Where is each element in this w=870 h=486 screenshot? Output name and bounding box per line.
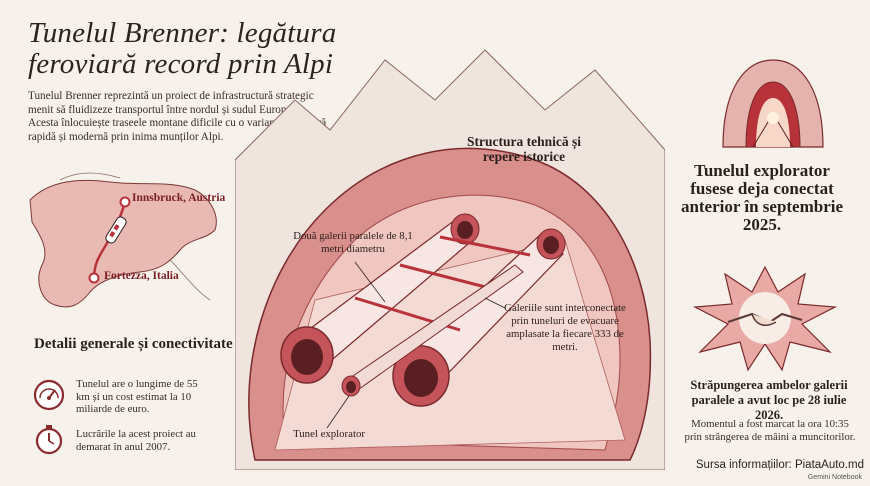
callout-explorer: Tunel explorator (293, 428, 365, 440)
explorer-heading: Tunelul explorator fusese deja conectat … (680, 161, 844, 234)
gemini-badge: Gemini Notebook (807, 474, 862, 481)
page-title: Tunelul Brenner: legătura feroviară reco… (28, 17, 337, 80)
map-drawing (29, 172, 217, 308)
train-icon (105, 216, 127, 244)
scene-heading: Structura tehnică și repere istorice (467, 134, 581, 164)
fact-start-year: Lucrările la acest proiect au demarat în… (76, 428, 196, 453)
explorer-tunnel (341, 264, 524, 397)
breakthrough-text: Momentul a fost marcat la ora 10:35 prin… (684, 418, 856, 443)
fact-length-cost: Tunelul are o lungime de 55 km și un cos… (76, 378, 198, 415)
tunnel-portal-illustration (718, 52, 828, 152)
handshake-illustration (690, 262, 840, 372)
map-label-north: Innsbruck, Austria (132, 192, 226, 204)
gallery-right (392, 228, 566, 407)
gallery-left (280, 213, 480, 384)
map-label-south: Fortezza, Italia (104, 270, 179, 282)
stopwatch-icon (32, 422, 66, 456)
tunnel-illustration: Structura tehnică și repere istorice Dou… (234, 40, 666, 471)
callout-galleries: Două galerii paralele de 8,1 metri diame… (293, 230, 413, 255)
breakthrough-heading: Străpungerea ambelor galerii paralele a … (690, 378, 848, 422)
fortezza-marker (88, 272, 100, 284)
innsbruck-marker (119, 196, 131, 208)
route-map: Innsbruck, Austria Fortezza, Italia (20, 160, 230, 320)
callout-crosslinks: Galeriile sunt interconectate prin tunel… (504, 302, 626, 353)
details-title: Detalii generale și conectivitate (34, 336, 233, 352)
source-credit: Sursa informațiilor: PiataAuto.md (695, 459, 864, 471)
intro-paragraph: Tunelul Brenner reprezintă un proiect de… (28, 90, 327, 143)
speedometer-icon (32, 378, 66, 412)
